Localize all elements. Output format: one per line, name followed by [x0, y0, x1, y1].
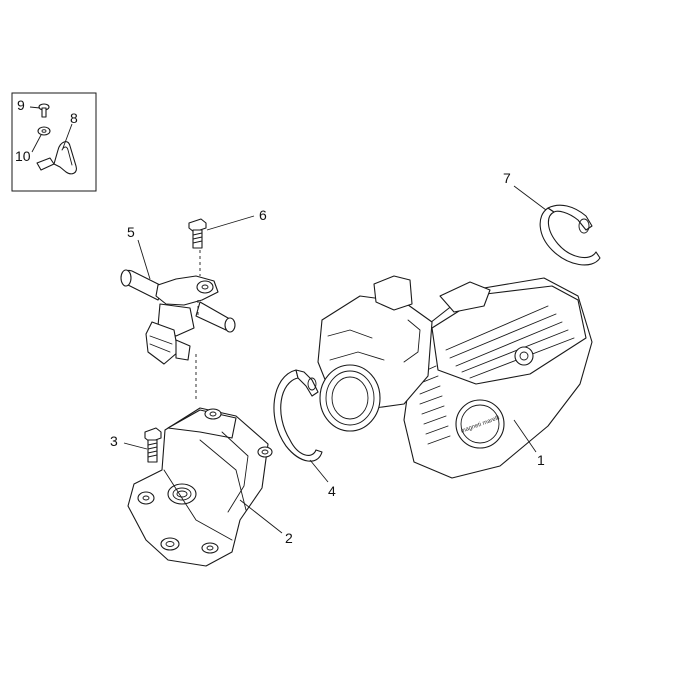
callout-label-6: 6 — [259, 207, 267, 223]
inset-detail-box — [11, 92, 97, 192]
throttle-body-1-part: magneti marelli — [317, 275, 593, 479]
callout-label-8: 8 — [70, 110, 78, 126]
screw-9-part — [38, 103, 50, 118]
callout-label-4: 4 — [328, 483, 336, 499]
callout-label-9: 9 — [17, 97, 25, 113]
callout-label-2: 2 — [285, 530, 293, 546]
washer-10-part — [37, 126, 51, 136]
callout-label-10: 10 — [15, 148, 31, 164]
screw-6-part — [188, 215, 255, 249]
assembly-axis-line — [195, 250, 201, 400]
callout-label-1: 1 — [537, 452, 545, 468]
hose-clamp-7-part — [513, 185, 601, 266]
callout-label-7: 7 — [503, 170, 511, 186]
bracket-8-part — [36, 141, 77, 175]
hose-clamp-4-part — [273, 369, 329, 483]
callout-label-5: 5 — [127, 224, 135, 240]
screw-3-part — [123, 427, 162, 463]
callout-label-3: 3 — [110, 433, 118, 449]
intake-housing-2-part — [127, 407, 283, 567]
injector-rail-5-part — [120, 239, 236, 365]
